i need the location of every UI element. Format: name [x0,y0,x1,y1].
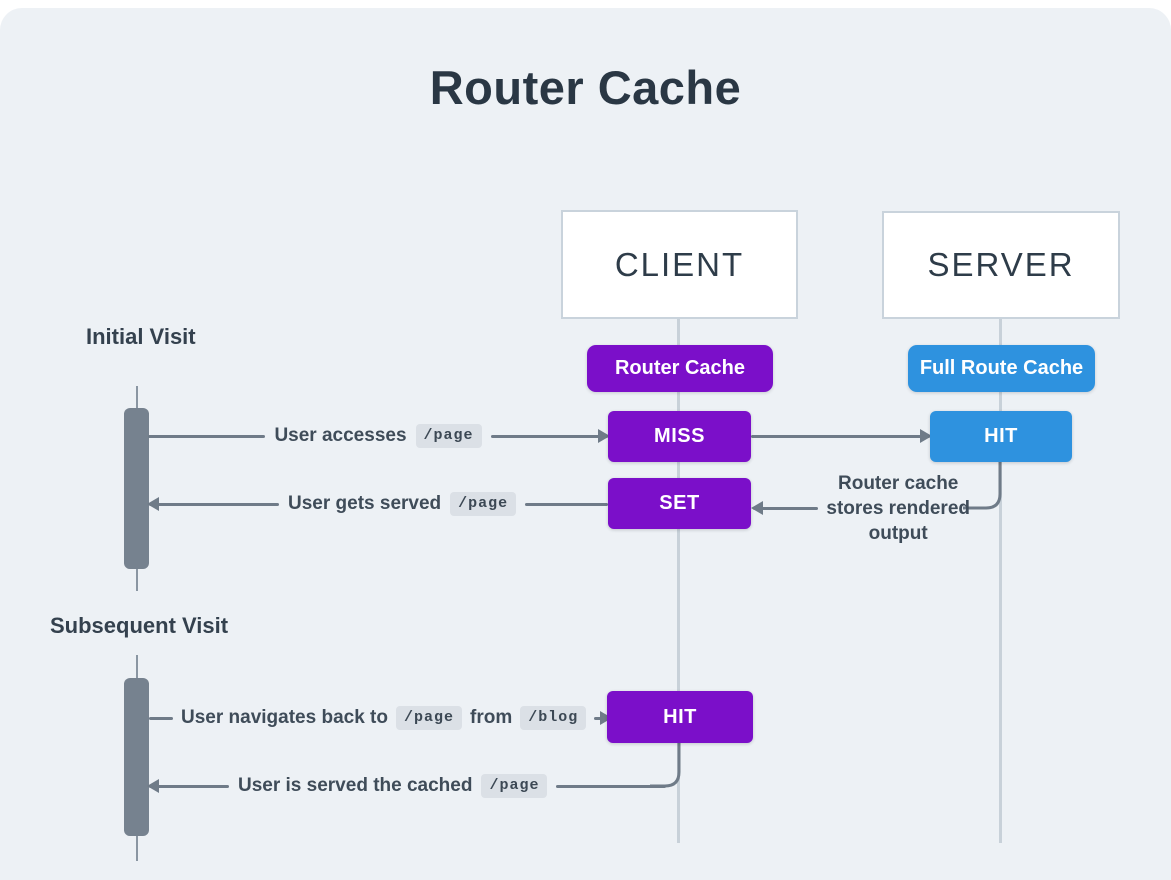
code-chip-page: /page [415,424,482,448]
server-return-curve [963,462,1002,510]
flow-message: from [470,707,513,728]
page-title: Router Cache [429,61,742,114]
client-lifeline [677,319,680,843]
activation-stem [136,386,138,408]
arrow-line [148,434,266,438]
flow-subsequent-request: User navigates back to /page from /blog [149,703,611,733]
full-route-cache-hit-node: HIT [930,411,1072,462]
left-arrow-icon [149,502,279,506]
router-cache-badge: Router Cache [587,345,773,392]
activation-stem [136,569,138,591]
flow-message: User accesses [274,425,407,446]
left-arrow-icon [149,784,229,788]
server-lifeline [999,319,1002,843]
left-arrow-icon [753,506,819,510]
flow-server-note: Router cache stores rendered output [753,470,970,546]
router-cache-set-node: SET [608,478,751,529]
code-chip-page: /page [450,492,517,516]
section-label-initial-visit: Initial Visit [86,324,196,349]
right-arrow-icon [594,716,611,720]
flow-miss-to-server [751,421,930,451]
right-arrow-icon [490,434,608,438]
server-label: SERVER [927,246,1075,283]
arrow-line [149,716,173,720]
router-cache-miss-node: MISS [608,411,751,462]
flow-initial-request: User accesses /page [148,421,608,451]
flow-message: User navigates back to [181,707,388,728]
arrow-line [556,784,666,788]
subsequent-visit-activation-bar [124,678,149,836]
code-chip-blog: /blog [520,706,587,730]
server-actor-box: SERVER [882,211,1120,319]
flow-message: User gets served [288,493,442,514]
activation-stem [136,655,138,678]
flow-initial-response: User gets served /page [149,489,608,519]
full-route-cache-badge: Full Route Cache [908,345,1095,392]
activation-stem [136,836,138,861]
right-arrow-icon [751,434,930,438]
flow-subsequent-response: User is served the cached /page [149,771,666,801]
initial-visit-activation-bar [124,408,149,569]
section-label-subsequent-visit: Subsequent Visit [50,613,229,638]
client-actor-box: CLIENT [561,210,798,319]
code-chip-page: /page [395,706,462,730]
flow-message: User is served the cached [238,775,473,796]
code-chip-page: /page [481,774,548,798]
router-cache-hit-node: HIT [607,691,753,743]
arrow-line [525,502,608,506]
client-label: CLIENT [614,245,745,283]
server-note-text: Router cache stores rendered output [826,472,970,544]
